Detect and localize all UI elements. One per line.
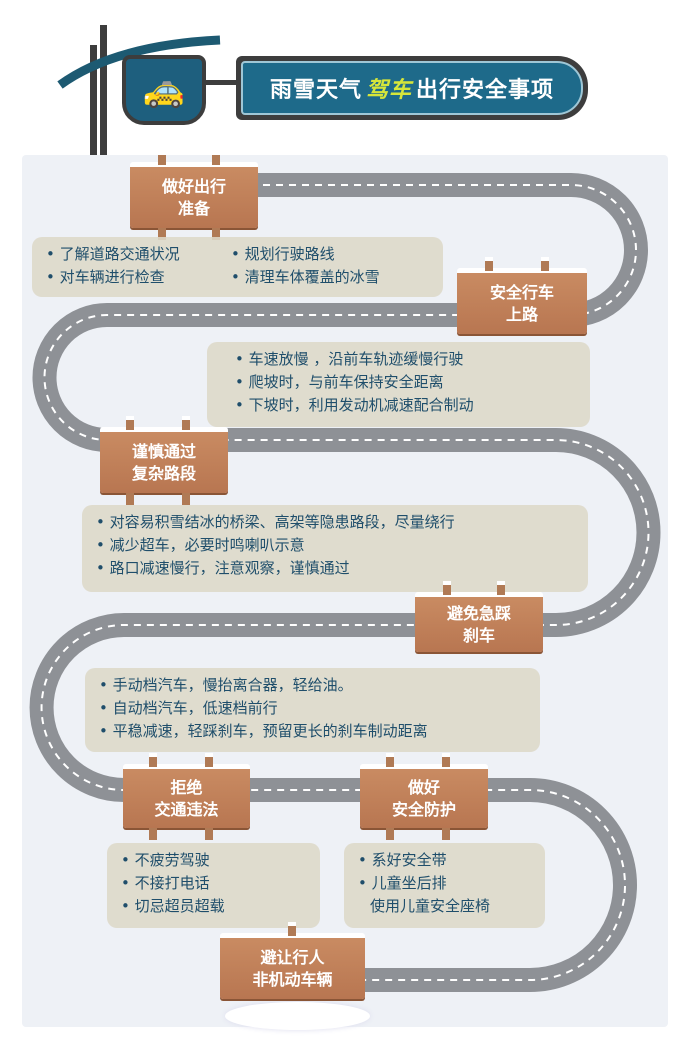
sign-title: 避免急踩: [446, 603, 511, 623]
sign-title: 安全行车: [489, 282, 554, 302]
step-box-4: 手动档汽车，慢抬离合器，轻给油。自动档汽车，低速档前行平稳减速，轻踩刹车，预留更…: [85, 668, 540, 752]
step-sign-5: 拒绝交通违法: [123, 753, 250, 840]
step-sign-6: 做好安全防护: [360, 753, 488, 840]
snow-pile: [225, 1002, 370, 1030]
list-item: 减少超车，必要时鸣喇叭示意: [96, 534, 574, 557]
step-sign-3: 谨慎通过复杂路段: [100, 416, 228, 505]
sign-pole: [90, 45, 97, 155]
step-box-5: 不疲劳驾驶不接打电话切忌超员超载: [107, 843, 320, 928]
sign-title: 非机动车辆: [252, 969, 333, 989]
step-box-3: 对容易积雪结冰的桥梁、高架等隐患路段，尽量绕行减少超车，必要时鸣喇叭示意路口减速…: [82, 505, 588, 592]
title-part: 出行安全事项: [416, 78, 555, 103]
sign-title: 上路: [505, 304, 538, 324]
list-item: 手动档汽车，慢抬离合器，轻给油。: [99, 674, 526, 697]
list-item: 路口减速慢行，注意观察，谨慎通过: [96, 557, 574, 580]
sign-title: 刹车: [462, 625, 495, 645]
sign-title: 拒绝: [170, 777, 203, 797]
list-item: 平稳减速，轻踩刹车，预留更长的刹车制动距离: [99, 720, 526, 743]
list-item: 了解道路交通状况: [46, 243, 231, 266]
pole-arm: [57, 35, 221, 89]
sign-title: 做好: [407, 777, 440, 797]
step-sign-2: 安全行车上路: [457, 257, 587, 334]
list-item: 清理车体覆盖的冰雪: [231, 266, 436, 289]
sign-pole: [100, 25, 107, 155]
step-sign-4: 避免急踩刹车: [415, 581, 543, 652]
page-title: 雨雪天气驾车出行安全事项: [236, 56, 588, 120]
sign-title: 准备: [177, 198, 210, 218]
list-item: 下坡时，利用发动机减速配合制动: [235, 394, 576, 417]
list-item: 不接打电话: [121, 872, 306, 895]
sign-title: 做好出行: [161, 176, 226, 196]
step-sign-1: 做好出行准备: [130, 151, 258, 240]
list-item: 对容易积雪结冰的桥梁、高架等隐患路段，尽量绕行: [96, 511, 574, 534]
sign-bracket: [205, 80, 237, 85]
list-item: 对车辆进行检查: [46, 266, 231, 289]
sign-title: 交通违法: [154, 799, 219, 819]
sign-title: 避让行人: [260, 947, 325, 967]
step-box-1: 了解道路交通状况规划行驶路线对车辆进行检查清理车体覆盖的冰雪: [32, 237, 443, 297]
list-item: 自动档汽车，低速档前行: [99, 697, 526, 720]
sign-title: 安全防护: [391, 799, 456, 819]
step-box-2: 车速放慢 ，沿前车轨迹缓慢行驶爬坡时，与前车保持安全距离下坡时，利用发动机减速配…: [207, 342, 590, 427]
list-item: 系好安全带: [358, 849, 531, 872]
list-item: 儿童坐后排: [358, 872, 531, 895]
list-item: 爬坡时，与前车保持安全距离: [235, 371, 576, 394]
list-item: 车速放慢 ，沿前车轨迹缓慢行驶: [235, 348, 576, 371]
title-part: 雨雪天气: [269, 78, 362, 103]
sign-title: 复杂路段: [131, 463, 196, 483]
car-icon: 🚕: [122, 55, 206, 125]
list-item: 规划行驶路线: [231, 243, 436, 266]
title-highlight: 驾车: [365, 77, 412, 103]
list-item: 切忌超员超载: [121, 895, 306, 918]
list-item: 使用儿童安全座椅: [370, 897, 491, 915]
sign-title: 谨慎通过: [131, 441, 196, 461]
step-sign-7: 避让行人非机动车辆: [220, 922, 365, 999]
list-item: 不疲劳驾驶: [121, 849, 306, 872]
step-box-6: 系好安全带儿童坐后排使用儿童安全座椅: [344, 843, 545, 928]
